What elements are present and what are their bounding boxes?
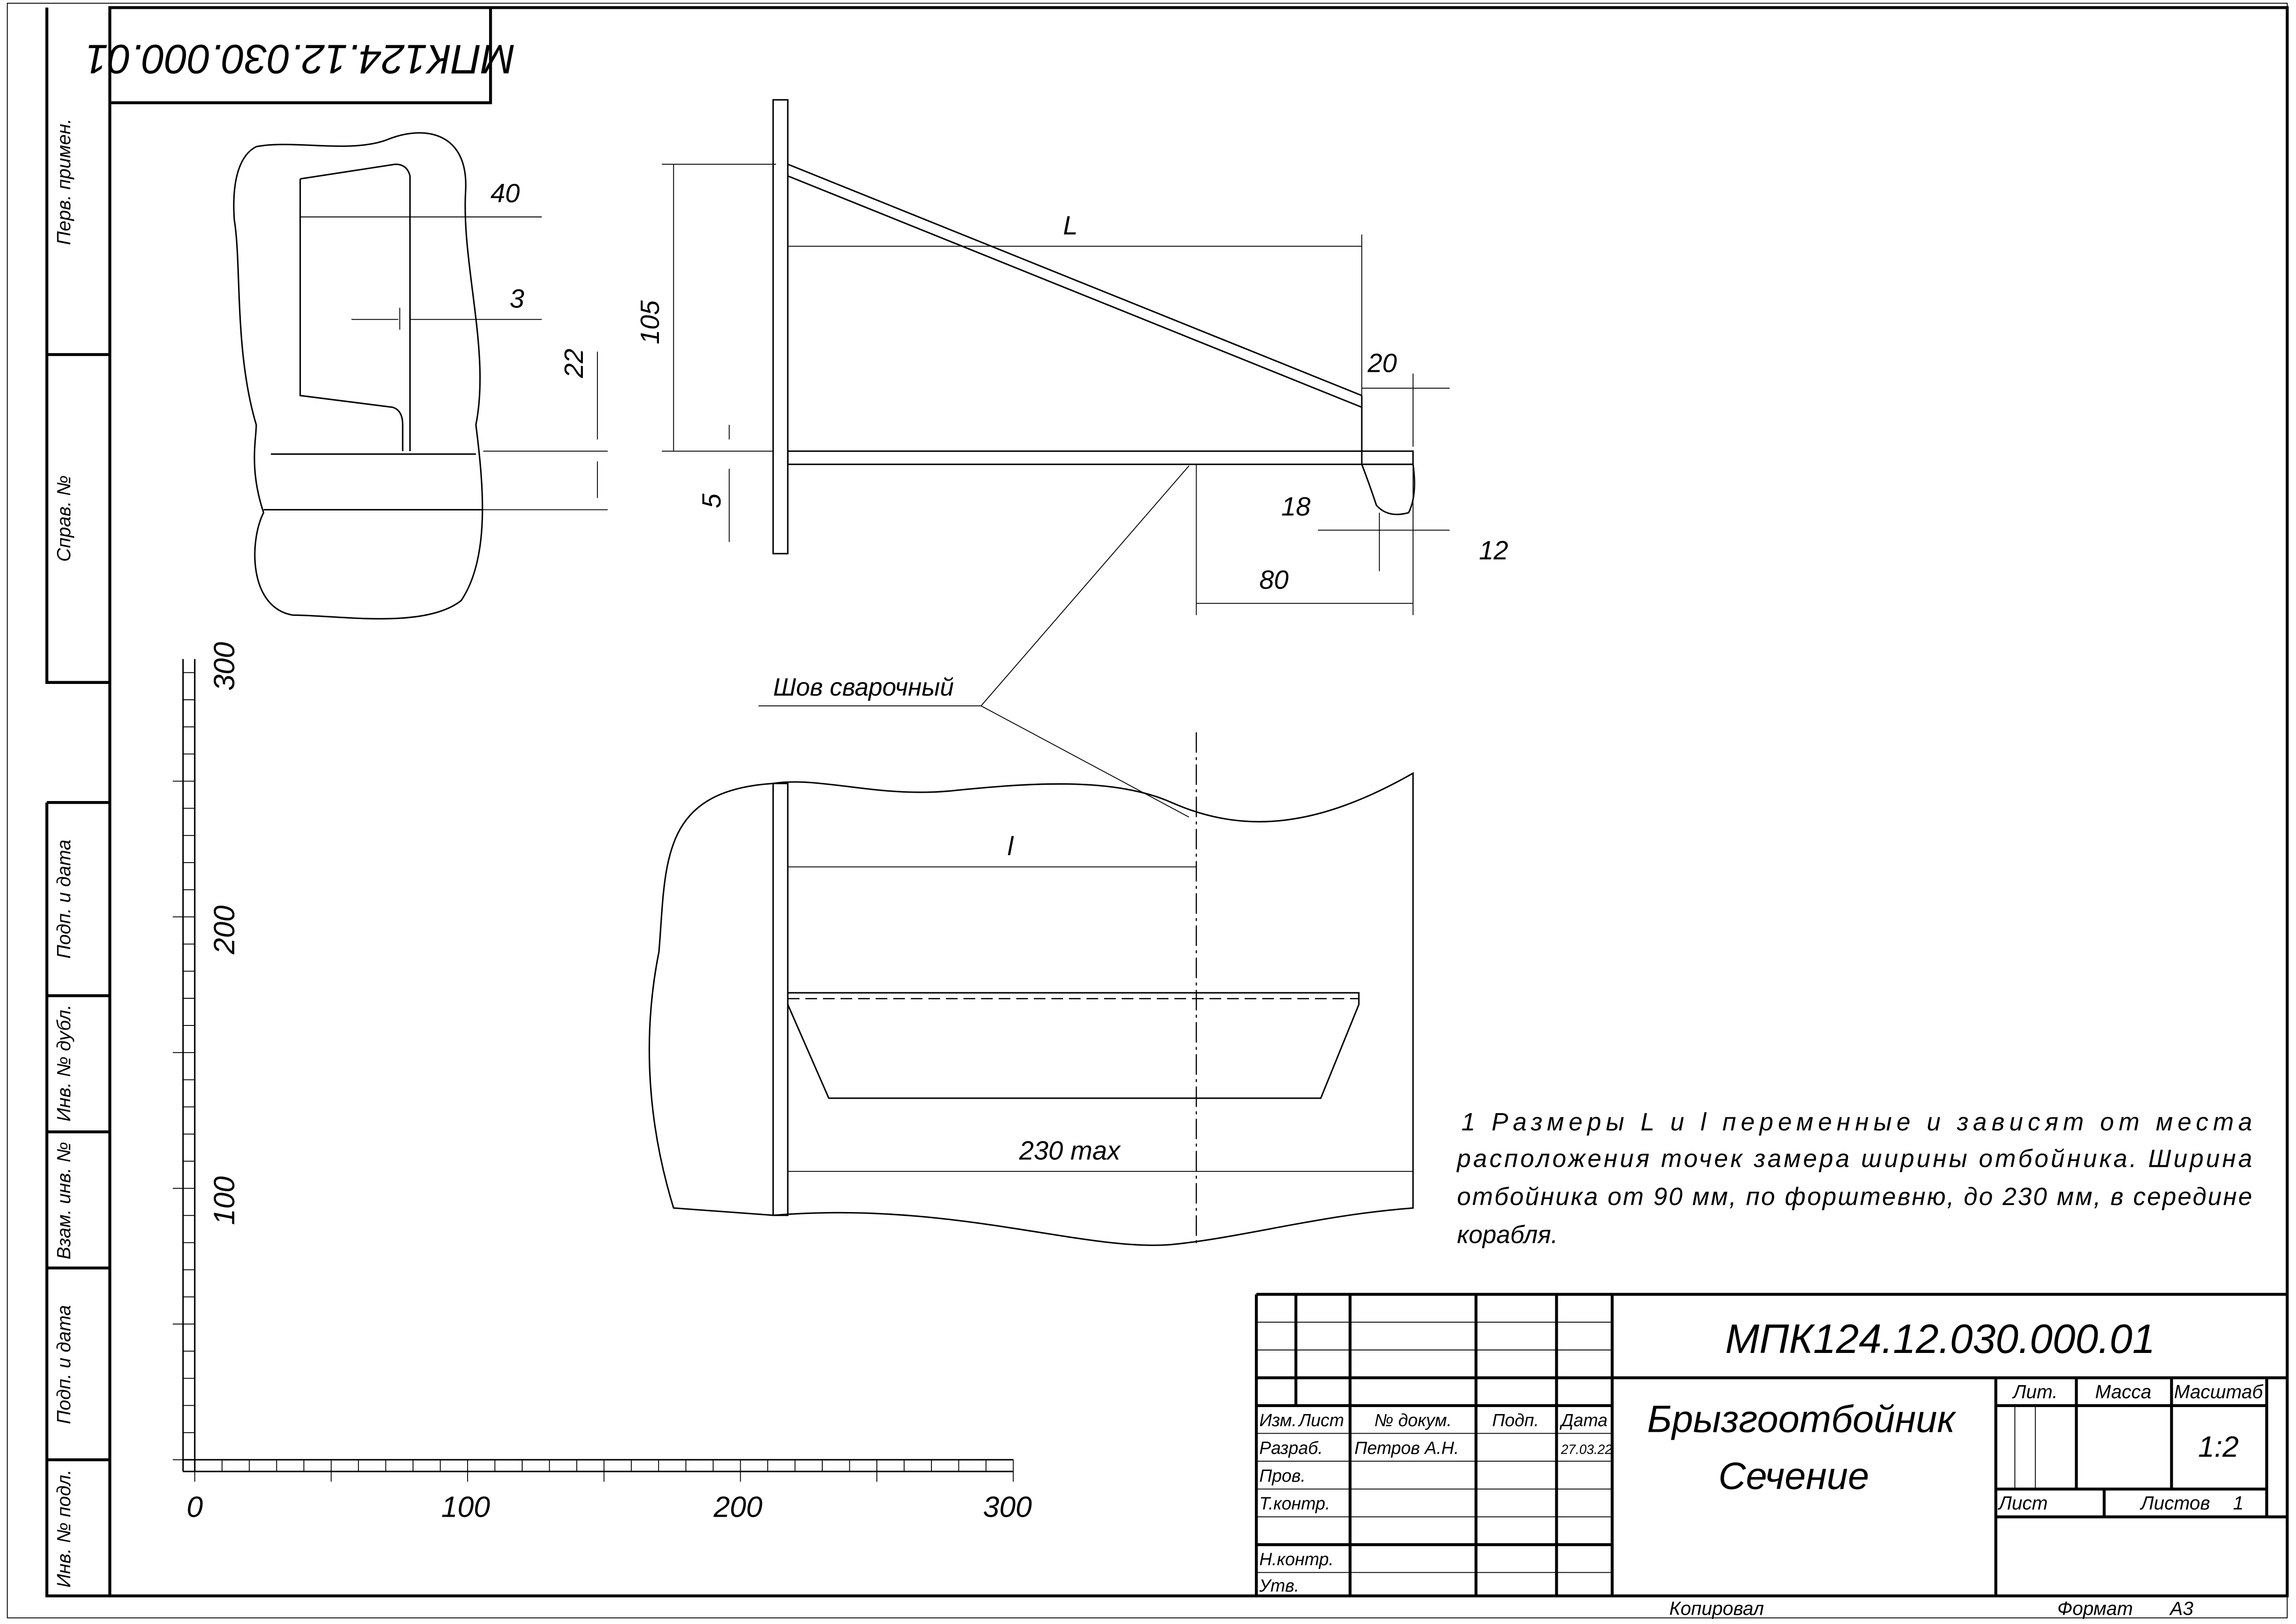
detail-view: 40 3 22 bbox=[233, 132, 608, 620]
weld-label: Шов сварочный bbox=[773, 674, 954, 701]
sidebar-label-perv-primen: Перв. примен. bbox=[53, 118, 75, 245]
note-line-1: 1 Размеры L и l переменные и зависят от … bbox=[1461, 1108, 2252, 1136]
mass-label: Масса bbox=[2095, 1381, 2151, 1402]
sidebar-label-podp-data-2: Подп. и дата bbox=[53, 1305, 75, 1424]
role-utv: Утв. bbox=[1259, 1575, 1299, 1595]
header-date: Дата bbox=[1559, 1410, 1607, 1430]
lit-label: Лит. bbox=[2012, 1381, 2058, 1402]
title-name-line2: Сечение bbox=[1718, 1455, 1869, 1498]
section-view: 105 L 20 5 18 12 80 bbox=[635, 99, 1508, 615]
sidebar-label-sprav: Справ. № bbox=[53, 475, 75, 562]
header-list: Лист bbox=[1298, 1410, 1344, 1430]
ruler-h-100: 100 bbox=[441, 1491, 490, 1523]
dim-105: 105 bbox=[635, 300, 665, 344]
footer-copied: Копировал bbox=[1669, 1598, 1764, 1619]
dim-230: 230 max bbox=[1019, 1136, 1121, 1165]
ruler-h-300: 300 bbox=[983, 1491, 1032, 1523]
scale-value: 1:2 bbox=[2198, 1431, 2239, 1464]
dim-l: l bbox=[1008, 831, 1014, 861]
ruler-h-200: 200 bbox=[713, 1491, 763, 1523]
footer-format-label: Формат bbox=[2058, 1598, 2133, 1619]
dim-5: 5 bbox=[697, 493, 726, 508]
outer-frame bbox=[7, 2, 2288, 1618]
sheets-value: 1 bbox=[2233, 1492, 2244, 1514]
sidebar-label-inv-dubl: Инв. № дубл. bbox=[53, 1004, 75, 1122]
ruler: 100 200 300 0 100 200 300 bbox=[173, 642, 1032, 1523]
role-prov: Пров. bbox=[1259, 1466, 1305, 1485]
sheets-label: Листов bbox=[2139, 1492, 2210, 1514]
header-izm: Изм. bbox=[1259, 1410, 1296, 1430]
role-razrab: Разраб. bbox=[1259, 1438, 1323, 1457]
header-sign: Подп. bbox=[1492, 1410, 1539, 1430]
stamp-box: МПК124.12.030.000.01 bbox=[85, 7, 515, 105]
dim-L: L bbox=[1063, 211, 1078, 240]
dim-80: 80 bbox=[1259, 565, 1288, 594]
weld-leader: Шов сварочный bbox=[758, 465, 1190, 818]
title-code: МПК124.12.030.000.01 bbox=[1725, 1316, 2155, 1362]
stamp-code: МПК124.12.030.000.01 bbox=[85, 36, 515, 83]
plan-view: l 230 max bbox=[648, 732, 1414, 1246]
dim-12: 12 bbox=[1479, 536, 1508, 565]
ruler-h-0: 0 bbox=[187, 1491, 203, 1523]
ruler-v-100: 100 bbox=[208, 1176, 241, 1225]
developer-name: Петров А.Н. bbox=[1354, 1438, 1459, 1457]
note-line-3: отбойника от 90 мм, по форштевню, до 230… bbox=[1457, 1183, 2252, 1211]
note-line-2: расположения точек замера ширины отбойни… bbox=[1456, 1145, 2252, 1172]
title-name-line1: Брызгоотбойник bbox=[1647, 1398, 1957, 1440]
sidebar-label-podp-data: Подп. и дата bbox=[53, 840, 75, 959]
developer-date: 27.03.22 bbox=[1561, 1442, 1612, 1457]
footer-format: А3 bbox=[2169, 1598, 2193, 1619]
dim-3: 3 bbox=[510, 284, 524, 314]
sheet-label: Лист bbox=[1997, 1492, 2048, 1514]
dim-20: 20 bbox=[1367, 348, 1397, 378]
role-nkontr: Н.контр. bbox=[1259, 1549, 1333, 1569]
note: 1 Размеры L и l переменные и зависят от … bbox=[1456, 1108, 2252, 1249]
note-line-4: корабля. bbox=[1457, 1221, 1558, 1249]
sidebar: Перв. примен. Справ. № Подп. и дата Инв.… bbox=[45, 7, 110, 1597]
sidebar-label-vzam-inv: Взам. инв. № bbox=[53, 1142, 75, 1259]
role-tkontr: Т.контр. bbox=[1259, 1494, 1330, 1513]
dim-22: 22 bbox=[559, 348, 588, 378]
ruler-v-300: 300 bbox=[208, 642, 241, 691]
dim-18: 18 bbox=[1281, 492, 1311, 521]
header-doc: № докум. bbox=[1374, 1410, 1452, 1430]
dim-40: 40 bbox=[490, 179, 520, 208]
ruler-v-200: 200 bbox=[208, 906, 241, 955]
title-block: МПК124.12.030.000.01 Брызгоотбойник Сече… bbox=[1255, 1293, 2288, 1596]
scale-label: Масштаб bbox=[2174, 1381, 2264, 1402]
sidebar-label-inv-podl: Инв. № подл. bbox=[53, 1470, 75, 1588]
